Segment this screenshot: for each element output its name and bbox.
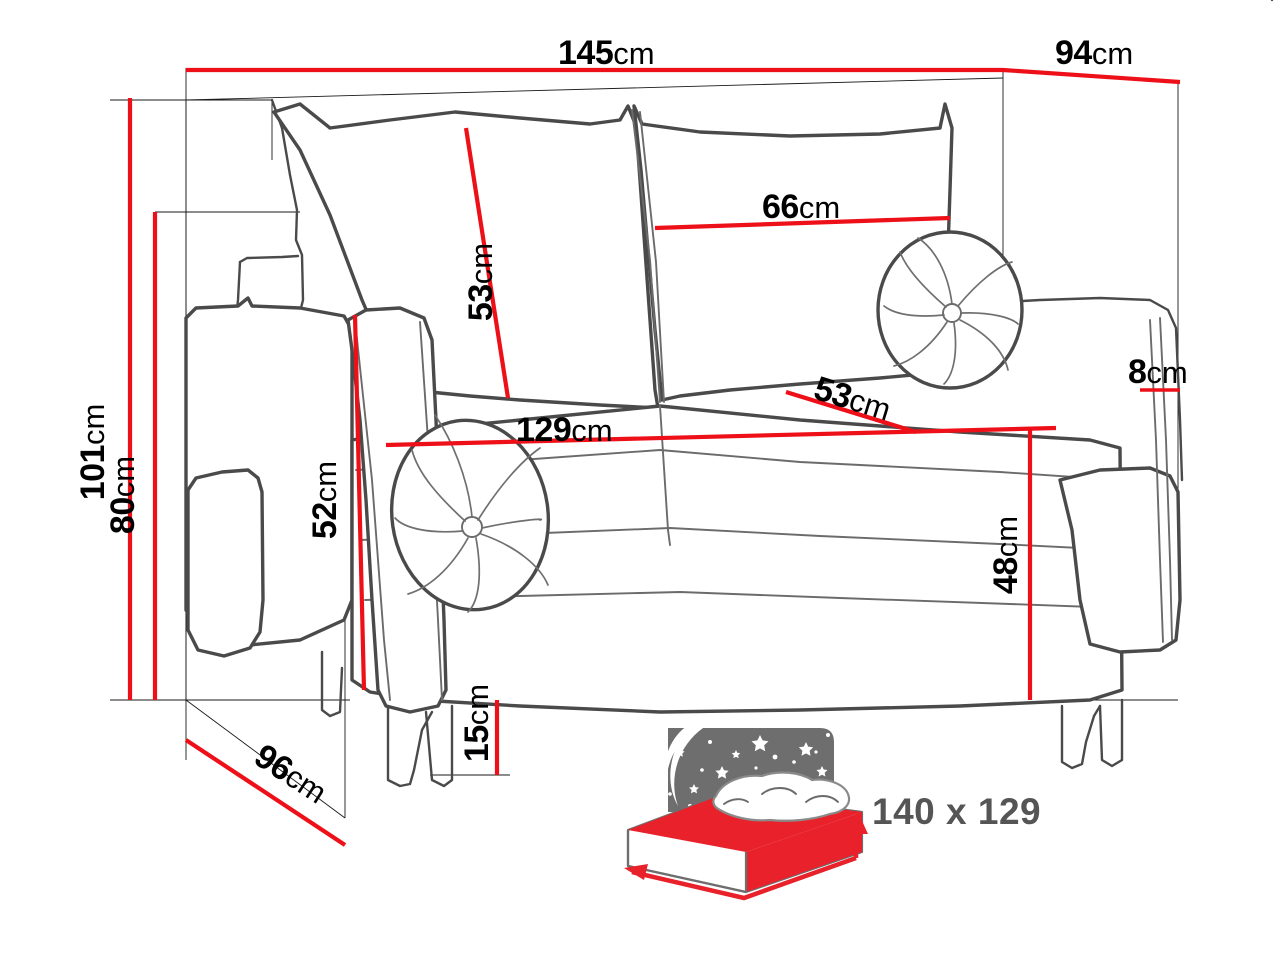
- label-armrest-length: 52cm: [306, 461, 344, 539]
- right-armrest: [1058, 466, 1182, 654]
- left-side-panel: [186, 468, 265, 658]
- dimline-armrest-length: [352, 314, 367, 691]
- leg-rear-left: [320, 650, 344, 718]
- mattress-side-band: [746, 812, 862, 892]
- dimension-lines: [127, 67, 1181, 847]
- label-cushion-width: 66cm: [762, 188, 840, 226]
- leg-front-left: [386, 704, 434, 788]
- back-panel-left: [270, 98, 305, 314]
- dimline-base-depth: [184, 738, 347, 847]
- label-total-height: 101cm: [74, 404, 112, 501]
- label-backrest-height: 53cm: [462, 243, 500, 321]
- bed-pillows: [712, 771, 851, 822]
- dimline-total-depth: [1002, 67, 1181, 85]
- label-seat-height: 48cm: [987, 516, 1025, 594]
- label-total-width: 145cm: [558, 34, 655, 72]
- dimline-seat-depth: [785, 389, 917, 435]
- dimline-cushion-width: [654, 215, 951, 231]
- right-arm-top: [1003, 296, 1184, 482]
- bed-size-label: 140 x 129: [872, 791, 1041, 832]
- label-seat-width: 129cm: [516, 411, 613, 449]
- dimline-seat-width: [385, 425, 1057, 448]
- sofa-illustration: [184, 0, 1274, 788]
- label-total-depth: 94cm: [1055, 34, 1133, 72]
- label-leg-height: 15cm: [458, 684, 496, 762]
- sleeping-surface-icon: 140 x 129: [624, 728, 1041, 901]
- label-armrest-thickness: 8cm: [1128, 353, 1188, 391]
- seat-cushion-seam: [659, 405, 671, 546]
- left-bolster-pillow: [389, 414, 551, 613]
- dimline-backrest-height: [463, 127, 511, 399]
- bed-dimension-arrows: [624, 812, 868, 901]
- leg-right-front: [1060, 704, 1102, 770]
- label-armrest-height: 80cm: [104, 456, 142, 534]
- right-bolster-pillow: [876, 230, 1024, 390]
